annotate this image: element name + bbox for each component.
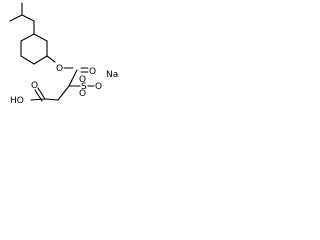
carboxylic-acid-group: O HO (10, 81, 70, 106)
sulfonyl-oxygen-bottom-label: O (79, 89, 86, 99)
ester-oxygen-label: O (56, 64, 63, 74)
bond-alpha-c-to-ch2 (57, 85, 70, 101)
bond-isopropyl-left (9, 14, 23, 22)
bond-carbonyl-to-alpha-c (68, 69, 78, 87)
bond-ring-4 (20, 55, 35, 65)
bond-ring-3 (33, 55, 48, 65)
chemical-structure: O O S O O O Na O HO (9, 2, 118, 106)
sulfonate-group: S O O O Na (68, 69, 118, 99)
bond-acid-c-to-oh (30, 98, 46, 101)
sulfur-label: S (81, 82, 87, 92)
sulfonyl-oxygen-top-label: O (79, 75, 86, 85)
bond-isopropyl-right (21, 14, 35, 22)
bond-ring-6 (20, 33, 35, 42)
ester-group: O O (46, 55, 96, 77)
carbonyl-oxygen-label: O (89, 67, 96, 77)
bond-ring-to-ester-o (46, 55, 56, 63)
acid-hydroxyl-label: HO (10, 96, 24, 106)
bond-acid-c-double-1 (37, 87, 46, 100)
sulfonate-oxygen-label: O (95, 82, 102, 92)
sodium-label: Na (106, 70, 118, 80)
bond-ring-1 (33, 33, 48, 42)
acid-oxygen-label: O (31, 81, 38, 91)
bond-ch2-to-acid-c (44, 98, 59, 101)
isopropyl-group (9, 2, 35, 22)
cyclohexane-ring (20, 20, 48, 65)
